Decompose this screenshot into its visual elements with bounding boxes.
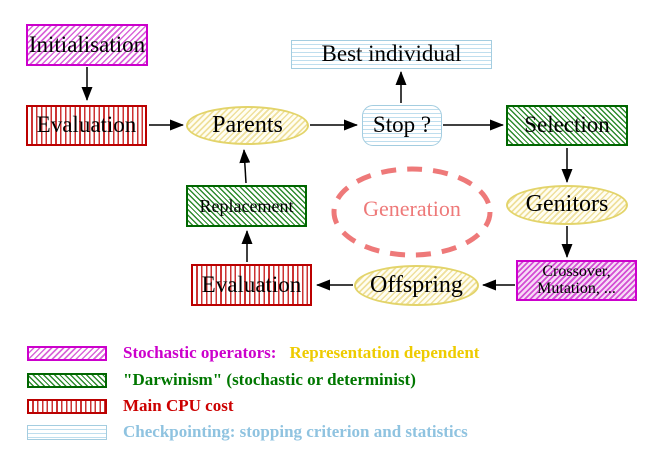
node-evaluation-bottom: Evaluation	[191, 264, 312, 306]
legend-row-checkpointing: Checkpointing: stopping criterion and st…	[27, 422, 468, 442]
crossover-line2: Mutation, ...	[537, 279, 616, 297]
node-parents: Parents	[186, 106, 309, 145]
legend-swatch-magenta-hatch	[27, 345, 107, 361]
legend-label-main-cpu-cost: Main CPU cost	[123, 396, 234, 415]
node-selection: Selection	[506, 105, 628, 146]
legend-row-cpu-cost: Main CPU cost	[27, 396, 233, 416]
node-genitors: Genitors	[506, 185, 628, 225]
arrow-replacement-to-parents	[239, 149, 251, 184]
legend-row-darwinism: "Darwinism" (stochastic or determinist)	[27, 370, 416, 390]
node-replacement: Replacement	[186, 185, 307, 227]
generation-dashed-ellipse	[331, 166, 493, 258]
crossover-line1: Crossover,	[542, 262, 611, 280]
legend-label-representation-dependent: Representation dependent	[289, 343, 480, 362]
node-initialisation: Initialisation	[26, 24, 148, 66]
legend-row-stochastic: Stochastic operators: Representation dep…	[27, 343, 479, 363]
node-offspring: Offspring	[354, 265, 479, 306]
node-stop: Stop ?	[362, 105, 442, 146]
legend-label-checkpointing: Checkpointing: stopping criterion and st…	[123, 422, 468, 441]
legend-swatch-cyan-stripes	[27, 424, 107, 440]
node-best-individual: Best individual	[291, 40, 492, 69]
legend-swatch-red-stripes	[27, 398, 107, 414]
generation-label: Generation	[363, 196, 461, 221]
legend-label-stochastic-operators: Stochastic operators:	[123, 343, 277, 362]
legend-label-darwinism: "Darwinism" (stochastic or determinist)	[123, 370, 416, 389]
node-evaluation-top: Evaluation	[26, 105, 147, 146]
node-crossover-mutation: Crossover, Mutation, ...	[516, 260, 637, 301]
legend-swatch-green-hatch	[27, 372, 107, 388]
